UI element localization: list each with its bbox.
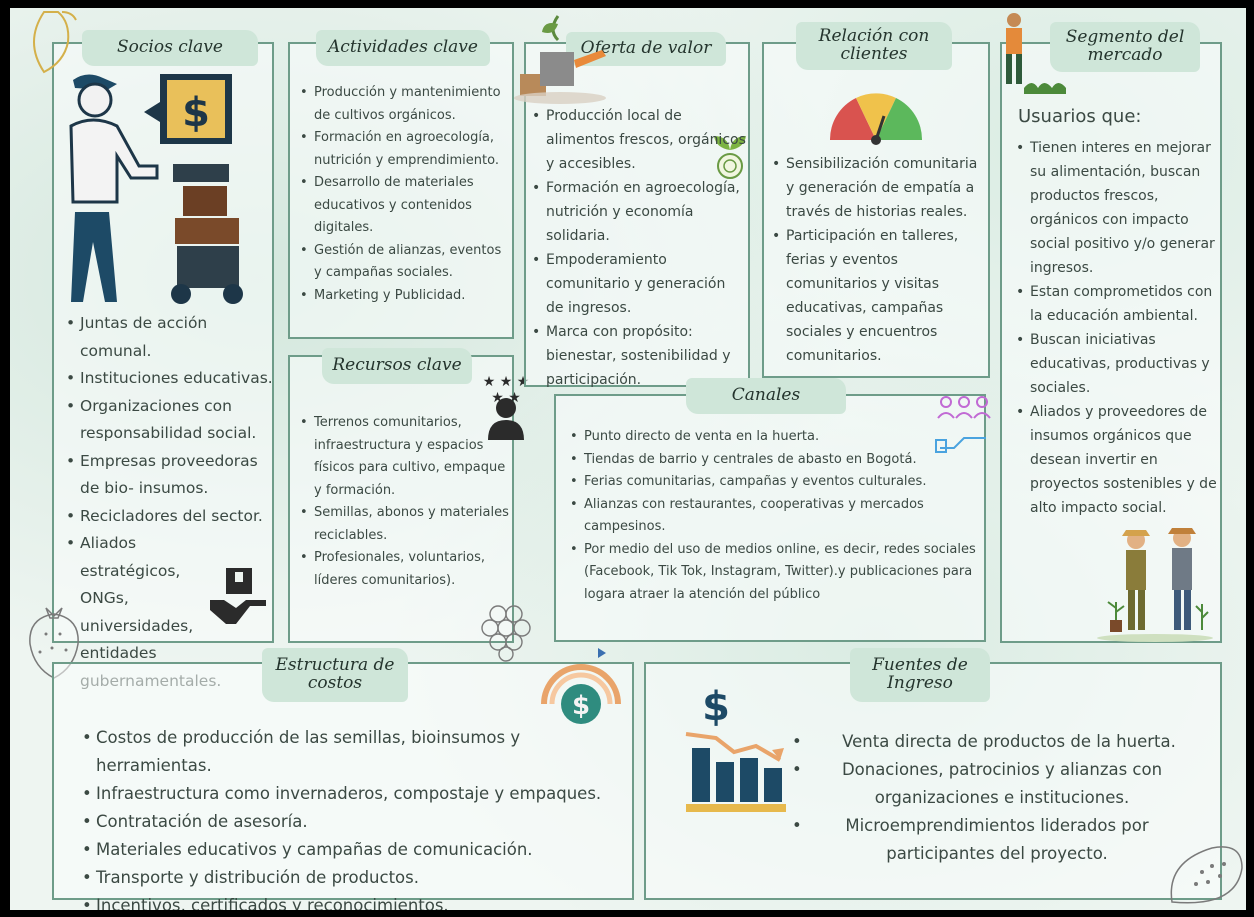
- watering-can-plant-illustration: [514, 15, 606, 104]
- list-item: Tienen interes en mejorar su alimentació…: [1016, 136, 1222, 280]
- segmento-mercado-title: Segmento del mercado: [1050, 22, 1200, 72]
- list-item: Alianzas con restaurantes, cooperativas …: [570, 494, 980, 539]
- segmento-title-line1: Segmento del: [1065, 27, 1185, 48]
- list-item: Organizaciones con responsabilidad socia…: [66, 393, 274, 448]
- list-item: Terrenos comunitarios, infraestructura y…: [300, 412, 512, 502]
- socios-clave-list: Juntas de acción comunal. Instituciones …: [66, 310, 274, 695]
- costos-title-line2: costos: [307, 673, 363, 693]
- canales-list: Punto directo de venta en la huerta. Tie…: [570, 426, 980, 606]
- actividades-clave-title: Actividades clave: [316, 30, 490, 66]
- gardener-icon: [1006, 13, 1066, 94]
- list-item: Gestión de alianzas, eventos y campañas …: [300, 240, 512, 285]
- socios-clave-title: Socios clave: [82, 30, 258, 66]
- list-item: Instituciones educativas.: [66, 365, 274, 393]
- relacion-clientes-list: Sensibilización comunitaria y generación…: [772, 152, 988, 368]
- list-item: Ferias comunitarias, campañas y eventos …: [570, 471, 980, 494]
- fuentes-title-line2: Ingreso: [887, 673, 953, 693]
- list-item: Materiales educativos y campañas de comu…: [82, 836, 630, 864]
- list-item: Contratación de asesoría.: [82, 808, 630, 836]
- list-item: Empoderamiento comunitario y generación …: [532, 248, 746, 320]
- list-item: Aliados y proveedores de insumos orgánic…: [1016, 400, 1222, 520]
- handshake-icon: [210, 568, 266, 624]
- recursos-clave-title: Recursos clave: [322, 348, 472, 384]
- list-item: Juntas de acción comunal.: [66, 310, 274, 365]
- fig-fruit-outline-icon: [1170, 846, 1243, 904]
- list-item: Por medio del uso de medios online, es d…: [570, 539, 980, 607]
- coin-dollar-glyph: $: [572, 691, 590, 721]
- recursos-clave-list: Terrenos comunitarios, infraestructura y…: [300, 412, 512, 592]
- list-item: Sensibilización comunitaria y generación…: [772, 152, 988, 224]
- segmento-title-line2: mercado: [1087, 45, 1163, 65]
- estructura-costos-title: Estructura de costos: [262, 648, 408, 702]
- list-item: Punto directo de venta en la huerta.: [570, 426, 980, 449]
- list-item: Empresas proveedoras de bio- insumos.: [66, 448, 274, 503]
- list-item: Estan comprometidos con la educación amb…: [1016, 280, 1222, 328]
- fuentes-ingreso-list: Venta directa de productos de la huerta.…: [792, 728, 1212, 868]
- svg-text:★ ★ ★: ★ ★ ★: [483, 374, 530, 390]
- list-item: Incentivos, certificados y reconocimient…: [82, 892, 630, 910]
- estructura-costos-list: Costos de producción de las semillas, bi…: [82, 724, 630, 910]
- list-item: Venta directa de productos de la huerta.: [792, 728, 1212, 756]
- list-item: Recicladores del sector.: [66, 503, 274, 531]
- satisfaction-gauge-icon: [829, 93, 923, 145]
- list-item: Tiendas de barrio y centrales de abasto …: [570, 449, 980, 472]
- list-item: Infraestructura como invernaderos, compo…: [82, 780, 630, 808]
- list-item: Transporte y distribución de productos.: [82, 864, 630, 892]
- relacion-title-line1: Relación con: [818, 26, 930, 47]
- relacion-title-line2: clientes: [840, 44, 908, 64]
- business-model-canvas: Socios clave $ Juntas de acción comunal.…: [10, 8, 1246, 910]
- list-item: Formación en agroecología, nutrición y e…: [532, 176, 746, 248]
- segmento-intro: Usuarios que:: [1018, 106, 1142, 127]
- list-item: Desarrollo de materiales educativos y co…: [300, 172, 512, 240]
- list-item: Semillas, abonos y materiales reciclable…: [300, 502, 512, 547]
- list-item: Formación en agroecología, nutrición y e…: [300, 127, 512, 172]
- fruit-outline-icon: [33, 11, 77, 74]
- relacion-clientes-title: Relación con clientes: [796, 22, 952, 70]
- list-item: Donaciones, patrocinios y alianzas con o…: [792, 756, 1212, 812]
- actividades-clave-list: Producción y mantenimiento de cultivos o…: [300, 82, 512, 307]
- list-item: Buscan iniciativas educativas, productiv…: [1016, 328, 1222, 400]
- list-item: Profesionales, voluntarios, líderes comu…: [300, 547, 512, 592]
- oferta-valor-list: Producción local de alimentos frescos, o…: [532, 104, 746, 392]
- list-item: Microemprendimientos liderados por parti…: [792, 812, 1212, 868]
- revenue-dollar-glyph: $: [702, 684, 730, 730]
- declining-revenue-chart-icon: $: [685, 684, 786, 812]
- farmers-illustration: [1097, 528, 1213, 642]
- segmento-mercado-list: Tienen interes en mejorar su alimentació…: [1016, 136, 1222, 520]
- list-item: Marketing y Publicidad.: [300, 285, 512, 308]
- list-item: Participación en talleres, ferias y even…: [772, 224, 988, 368]
- list-item: Producción local de alimentos frescos, o…: [532, 104, 746, 176]
- coin-rainbow-icon: $: [541, 648, 621, 724]
- list-item: Producción y mantenimiento de cultivos o…: [300, 82, 512, 127]
- list-item: Marca con propósito: bienestar, sostenib…: [532, 320, 746, 392]
- canales-title: Canales: [686, 378, 846, 414]
- fuentes-ingreso-title: Fuentes de Ingreso: [850, 648, 990, 702]
- vendor-cart-illustration: $: [69, 74, 243, 304]
- fuentes-title-line1: Fuentes de: [872, 655, 968, 676]
- list-item: Costos de producción de las semillas, bi…: [82, 724, 630, 780]
- svg-text:$: $: [182, 90, 210, 136]
- costos-title-line1: Estructura de: [275, 655, 395, 676]
- raspberry-icon: [481, 605, 531, 662]
